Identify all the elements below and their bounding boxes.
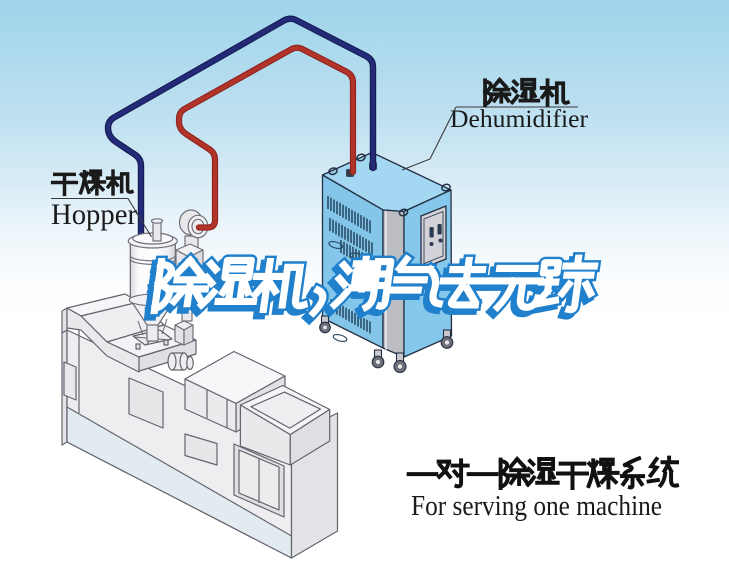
svg-text:Hopper: Hopper [51, 198, 137, 231]
svg-text:For serving one machine: For serving one machine [411, 491, 662, 522]
svg-text:Dehumidifier: Dehumidifier [450, 106, 589, 133]
